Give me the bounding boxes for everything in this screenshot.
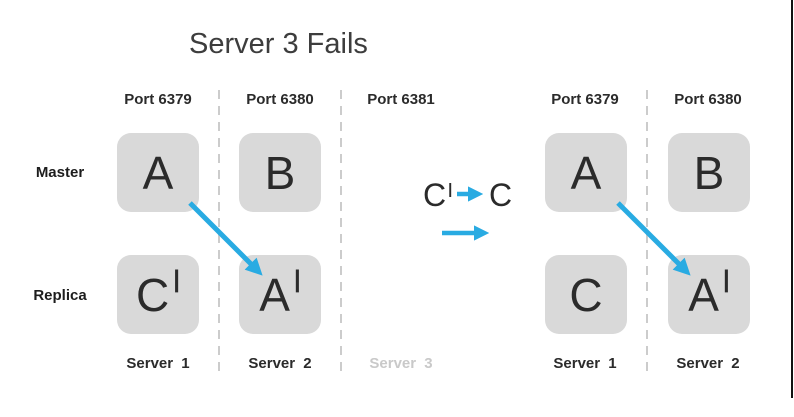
node-letter: A <box>142 146 174 199</box>
node-box-before-master-b: B <box>239 133 321 212</box>
port-label-before-6381: Port 6381 <box>367 91 435 108</box>
transition-from-node: C| <box>423 179 452 211</box>
port-label-after-6380: Port 6380 <box>674 91 742 108</box>
page-title: Server 3 Fails <box>189 28 368 60</box>
node-letter: B <box>693 146 725 199</box>
server-label-before-3-failed: Server 3 <box>369 355 433 372</box>
replica-row-label: Replica <box>33 287 87 304</box>
port-label-before-6380: Port 6380 <box>246 91 314 108</box>
node-letter: A <box>570 146 602 199</box>
node-letter: C <box>569 268 603 321</box>
column-separator <box>218 90 220 377</box>
node-letter: C <box>136 268 170 321</box>
port-label-after-6379: Port 6379 <box>551 91 619 108</box>
frame-right-edge <box>791 0 793 398</box>
server-label-before-1: Server 1 <box>126 355 190 372</box>
node-box-before-replica-a: A| <box>239 255 321 334</box>
prime-mark: | <box>722 265 730 293</box>
node-letter: C <box>423 177 447 213</box>
replication-arrow-after-icon <box>616 201 691 276</box>
node-letter: B <box>264 146 296 199</box>
server-label-after-2: Server 2 <box>676 355 740 372</box>
port-label-before-6379: Port 6379 <box>124 91 192 108</box>
node-box-after-master-b: B <box>668 133 750 212</box>
node-box-after-master-a: A <box>545 133 627 212</box>
transition-to-node: C <box>489 177 513 213</box>
node-box-before-replica-c: C| <box>117 255 199 334</box>
prime-mark: | <box>173 265 180 293</box>
column-separator <box>646 90 648 377</box>
node-letter: A <box>259 268 290 321</box>
server-label-before-2: Server 2 <box>248 355 312 372</box>
prime-mark: | <box>448 181 453 198</box>
replication-arrow-before-icon <box>188 201 263 276</box>
node-letter: A <box>688 268 719 321</box>
node-box-before-master-a: A <box>117 133 199 212</box>
prime-mark: | <box>293 265 301 293</box>
node-box-after-replica-a: A| <box>668 255 750 334</box>
master-row-label: Master <box>35 164 85 181</box>
column-separator <box>340 90 342 377</box>
node-box-after-replica-c: C <box>545 255 627 334</box>
server-label-after-1: Server 1 <box>553 355 617 372</box>
